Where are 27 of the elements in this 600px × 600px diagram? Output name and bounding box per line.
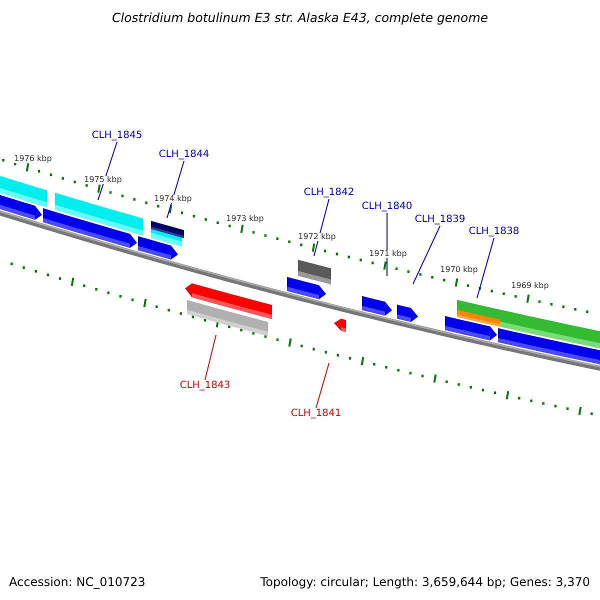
leader-line: [316, 362, 330, 408]
scale-label: 1972 kbp: [298, 233, 336, 241]
gene-label: CLH_1838: [468, 227, 520, 237]
scale-label: 1973 kbp: [226, 215, 264, 223]
leader-line: [476, 238, 494, 298]
gene-label: CLH_1841: [290, 409, 342, 419]
scale-label: 1976 kbp: [14, 155, 52, 163]
scale-label: 1969 kbp: [511, 282, 549, 290]
accession-text: Accession: NC_010723: [9, 576, 146, 588]
leader-line: [98, 142, 118, 200]
gene-label: CLH_1842: [304, 188, 354, 198]
gene-label: CLH_1840: [362, 202, 412, 212]
scale-label: 1975 kbp: [84, 176, 122, 184]
gene-label: CLH_1844: [158, 150, 210, 160]
gene-label: CLH_1843: [180, 381, 230, 391]
genome-info-text: Topology: circular; Length: 3,659,644 bp; Genes: 3,370: [260, 576, 590, 588]
scale-label: 1971 kbp: [369, 250, 407, 258]
scale-label: 1970 kbp: [440, 266, 478, 274]
leader-line: [386, 212, 388, 276]
leader-line: [412, 226, 440, 284]
leader-line: [314, 198, 330, 256]
title: Clostridium botulinum E3 str. Alaska E43, complete genome: [112, 12, 488, 24]
scale-label: 1974 kbp: [154, 195, 192, 203]
gene-label: CLH_1845: [92, 131, 142, 141]
leader-line: [204, 334, 216, 380]
leader-line: [166, 160, 184, 218]
gene-label: CLH_1839: [414, 215, 466, 225]
